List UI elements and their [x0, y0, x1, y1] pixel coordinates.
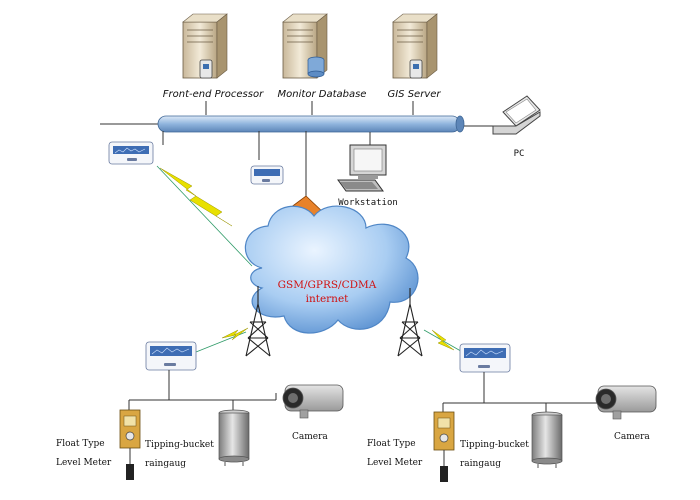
rain-gauge-icon [531, 411, 563, 468]
level-meter-label: Level Meter [367, 458, 423, 468]
cell-tower-icon [397, 288, 423, 357]
tipping-bucket-label: Tipping-bucket [460, 440, 529, 450]
wireless-signal-icon [159, 167, 233, 227]
rtu-device-icon [250, 165, 284, 185]
float-level-meter-icon [119, 409, 141, 480]
float-type-label: Float Type [56, 439, 105, 449]
cloud-internet-label: internet [306, 293, 350, 305]
wireless-signal-icon [221, 327, 249, 341]
front-end-processor-label: Front-end Processor [163, 89, 264, 100]
rain-gauge-icon [218, 409, 250, 466]
cloud-network-label: GSM/GPRS/CDMA [278, 279, 377, 291]
monitor-database-server-icon [282, 13, 328, 79]
internet-cloud-icon [244, 205, 419, 334]
level-meter-label: Level Meter [56, 458, 112, 468]
rtu-device-icon [145, 341, 197, 371]
float-level-meter-icon [433, 411, 455, 482]
rtu-device-icon [459, 343, 511, 373]
wireless-signal-icon [431, 329, 455, 351]
rtu-device-icon [108, 141, 154, 165]
front-end-processor-server-icon [182, 13, 228, 79]
camera-icon [282, 384, 344, 419]
raingaug-label: raingaug [145, 459, 186, 469]
tipping-bucket-label: Tipping-bucket [145, 440, 214, 450]
network-bus [157, 115, 465, 133]
pc-label: PC [514, 149, 525, 159]
workstation-icon [337, 144, 387, 192]
gis-server-label: GIS Server [387, 89, 441, 100]
camera-label: Camera [292, 432, 328, 442]
camera-icon [595, 385, 657, 420]
float-type-label: Float Type [367, 439, 416, 449]
monitor-database-label: Monitor Database [278, 89, 367, 100]
laptop-icon [492, 95, 541, 135]
gis-server-icon [392, 13, 438, 79]
camera-label: Camera [614, 432, 650, 442]
raingaug-label: raingaug [460, 459, 501, 469]
workstation-label: Workstation [338, 198, 398, 208]
cell-tower-icon [245, 286, 271, 357]
